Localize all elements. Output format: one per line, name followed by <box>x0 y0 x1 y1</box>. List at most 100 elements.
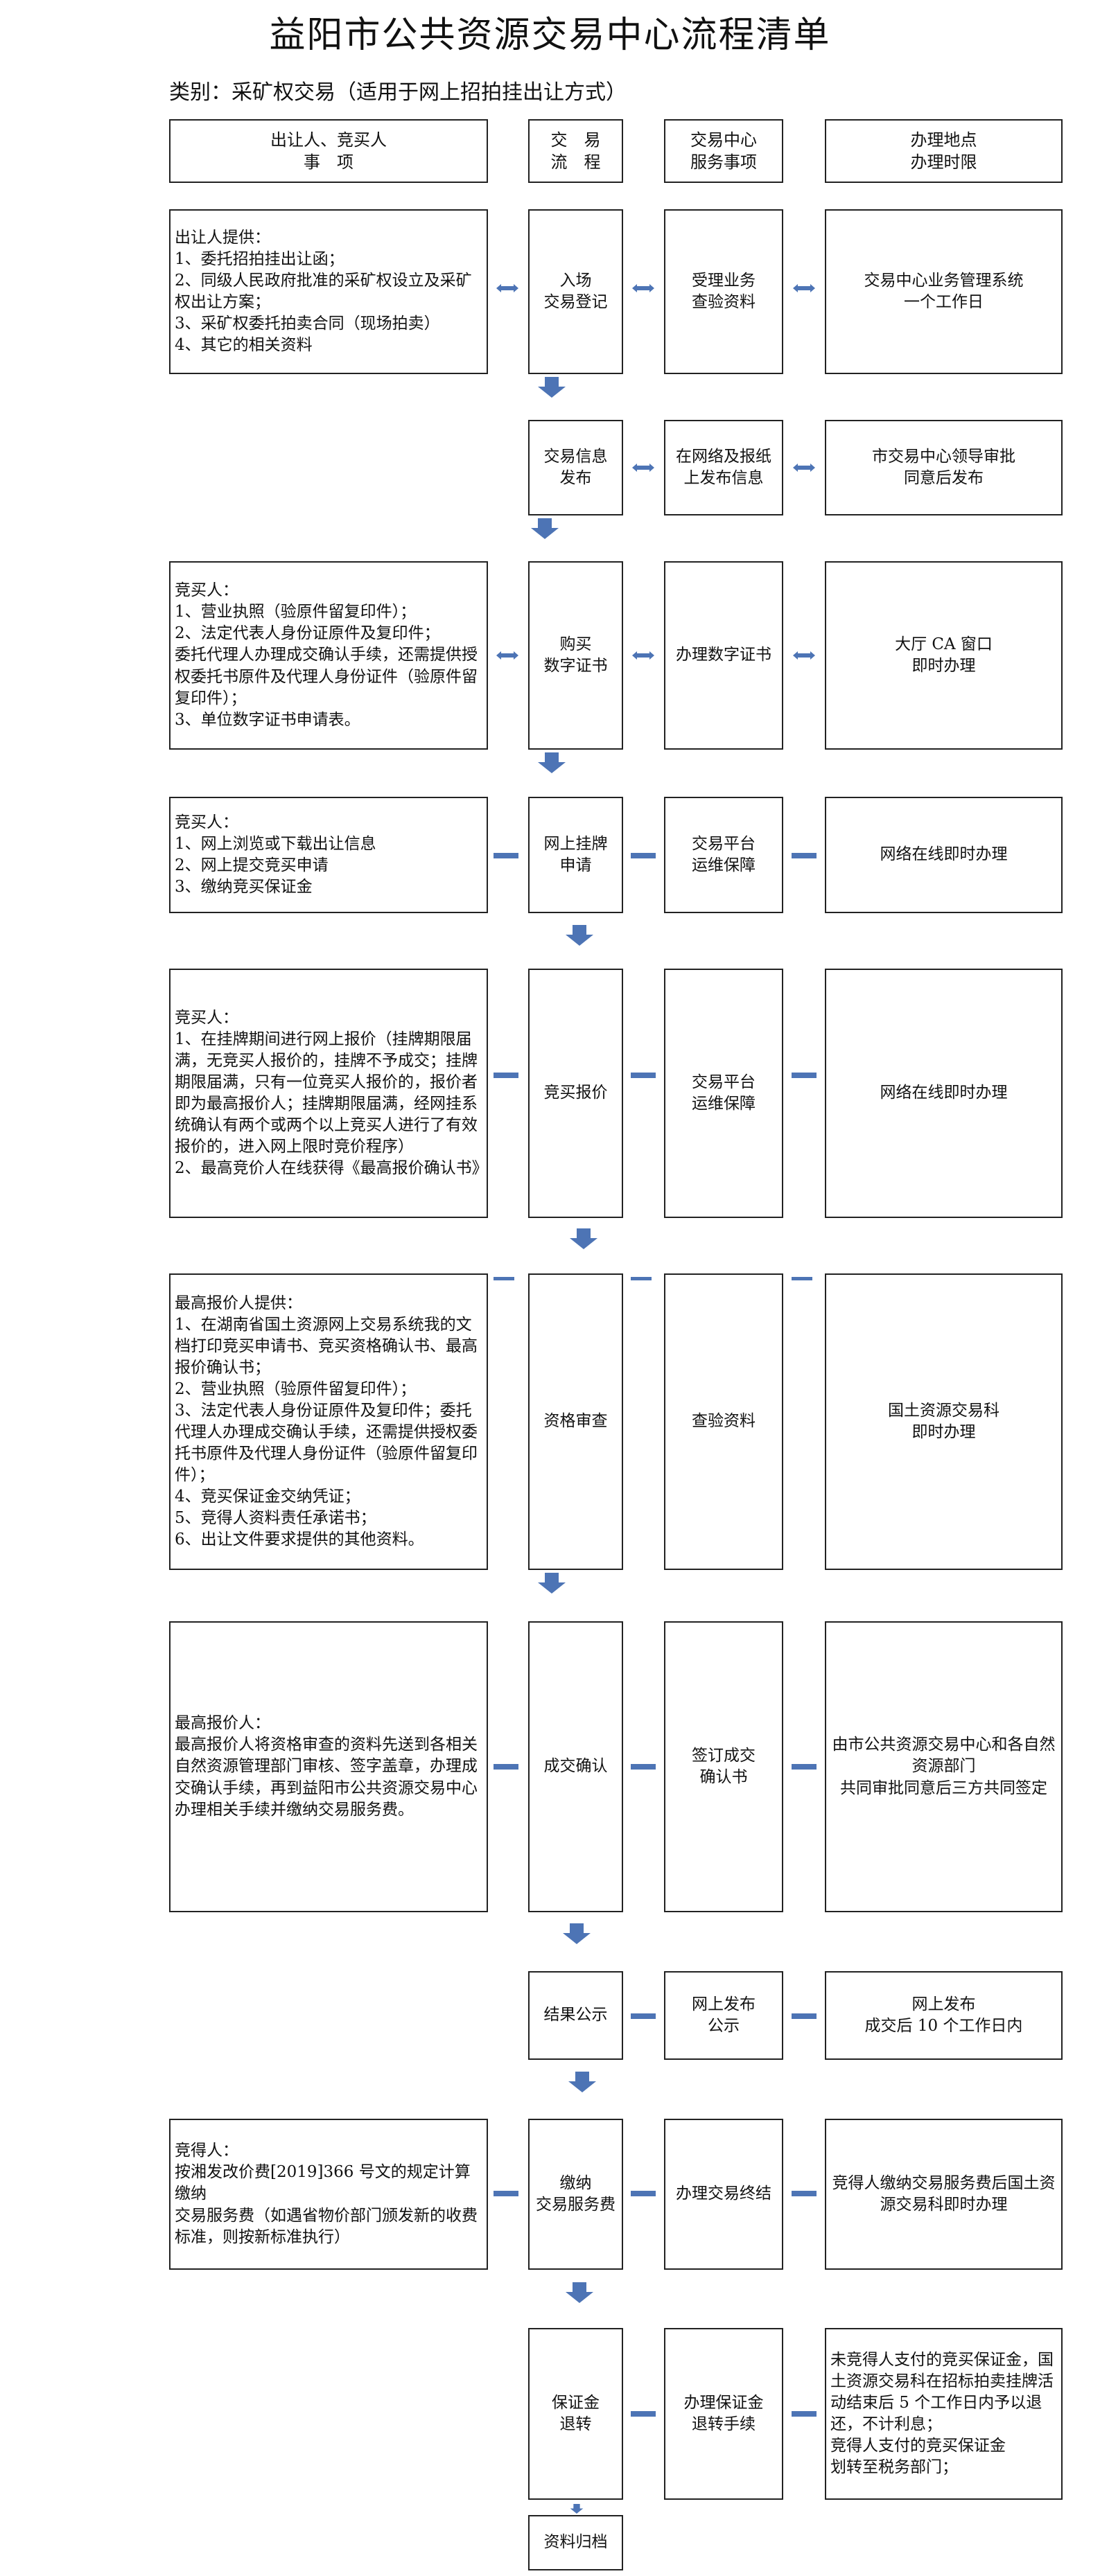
process-box-6: 成交确认 <box>528 1621 623 1912</box>
process-text-10: 资料归档 <box>543 2533 608 2552</box>
connector-dash-5c <box>792 1277 812 1280</box>
service-text-2: 办理数字证书 <box>676 646 771 664</box>
down-arrow-6 <box>563 1923 591 1944</box>
location-text-8: 竞得人缴纳交易服务费后国土资源交易科即时办理 <box>832 2173 1056 2214</box>
process-text-8: 缴纳 交易服务费 <box>536 2173 616 2214</box>
matters-box-8: 竞得人： 按湘发改价费[2019]366 号文的规定计算缴纳 交易服务费（如遇省… <box>169 2119 488 2270</box>
process-text-5: 资格审查 <box>543 1412 608 1431</box>
category-label: 类别：采矿权交易（适用于网上招拍挂出让方式） <box>169 80 627 105</box>
down-arrow-8 <box>566 2282 593 2303</box>
location-text-2: 大厅 CA 窗口 即时办理 <box>895 635 993 675</box>
process-box-8: 缴纳 交易服务费 <box>528 2119 623 2270</box>
matters-box-6: 最高报价人： 最高报价人将资格审查的资料先送到各相关自然资源管理部门审核、签字盖… <box>169 1621 488 1912</box>
header-service-text: 交易中心 服务事项 <box>690 130 757 172</box>
service-text-7: 网上发布 公示 <box>692 1995 756 2035</box>
location-box-7: 网上发布 成交后 10 个工作日内 <box>825 1971 1063 2060</box>
connector-dash-7c <box>792 2013 817 2019</box>
down-arrow-2 <box>538 752 566 773</box>
header-matters: 出让人、竞买人 事 项 <box>169 119 488 183</box>
process-text-6: 成交确认 <box>543 1757 608 1776</box>
matters-text-2: 竞买人： 1、营业执照（验原件留复印件）； 2、法定代表人身份证原件及复印件； … <box>175 581 478 729</box>
location-box-1: 市交易中心领导审批 同意后发布 <box>825 420 1063 515</box>
matters-text-3: 竞买人： 1、网上浏览或下载出让信息 2、网上提交竞买申请 3、缴纳竞买保证金 <box>175 813 376 897</box>
matters-text-0: 出让人提供： 1、委托招拍挂出让函； 2、同级人民政府批准的采矿权设立及采矿权出… <box>175 228 472 355</box>
connector-dash-6c <box>792 1764 817 1770</box>
process-box-0: 入场 交易登记 <box>528 209 623 374</box>
connector-dash-5a <box>494 1277 514 1280</box>
service-box-0: 受理业务 查验资料 <box>664 209 783 374</box>
connector-arrow-0c <box>793 284 815 292</box>
matters-box-0: 出让人提供： 1、委托招拍挂出让函； 2、同级人民政府批准的采矿权设立及采矿权出… <box>169 209 488 374</box>
service-box-7: 网上发布 公示 <box>664 1971 783 2060</box>
service-text-6: 签订成交 确认书 <box>692 1746 756 1786</box>
process-box-7: 结果公示 <box>528 1971 623 2060</box>
down-arrow-5 <box>538 1573 566 1594</box>
connector-arrow-2c <box>793 651 815 660</box>
service-text-4: 交易平台 运维保障 <box>692 1073 756 1113</box>
service-text-0: 受理业务 查验资料 <box>692 271 756 311</box>
service-box-9: 办理保证金 退转手续 <box>664 2328 783 2500</box>
process-box-1: 交易信息 发布 <box>528 420 623 515</box>
process-text-2: 购买 数字证书 <box>543 635 608 675</box>
service-box-1: 在网络及报纸 上发布信息 <box>664 420 783 515</box>
header-matters-text: 出让人、竞买人 事 项 <box>270 130 387 172</box>
process-box-3: 网上挂牌 申请 <box>528 797 623 913</box>
matters-text-4: 竞买人： 1、在挂牌期间进行网上报价（挂牌期限届满，无竞买人报价的，挂牌不予成交… <box>175 1008 488 1178</box>
header-process: 交 易 流 程 <box>528 119 623 183</box>
location-text-7: 网上发布 成交后 10 个工作日内 <box>864 1995 1023 2035</box>
location-box-5: 国土资源交易科 即时办理 <box>825 1273 1063 1570</box>
process-box-10: 资料归档 <box>528 2515 623 2570</box>
matters-box-2: 竞买人： 1、营业执照（验原件留复印件）； 2、法定代表人身份证原件及复印件； … <box>169 561 488 750</box>
matters-text-5: 最高报价人提供： 1、在湖南省国土资源网上交易系统我的文档打印竞买申请书、竞买资… <box>175 1294 478 1549</box>
process-box-5: 资格审查 <box>528 1273 623 1570</box>
location-box-4: 网络在线即时办理 <box>825 969 1063 1218</box>
location-box-0: 交易中心业务管理系统 一个工作日 <box>825 209 1063 374</box>
location-text-1: 市交易中心领导审批 同意后发布 <box>872 447 1015 487</box>
header-process-text: 交 易 流 程 <box>550 130 601 172</box>
down-arrow-4 <box>570 1228 597 1249</box>
service-box-4: 交易平台 运维保障 <box>664 969 783 1218</box>
connector-dash-9b <box>631 2411 656 2417</box>
location-box-9: 未竞得人支付的竞买保证金，国土资源交易科在招标拍卖挂牌活动结束后 5 个工作日内… <box>825 2328 1063 2500</box>
location-box-6: 由市公共资源交易中心和各自然资源部门 共同审批同意后三方共同签定 <box>825 1621 1063 1912</box>
down-arrow-1 <box>531 518 559 539</box>
process-box-4: 竞买报价 <box>528 969 623 1218</box>
location-text-4: 网络在线即时办理 <box>880 1084 1008 1102</box>
down-arrow-9 <box>570 2504 584 2514</box>
connector-dash-6b <box>631 1764 656 1770</box>
page-title: 益阳市公共资源交易中心流程清单 <box>269 15 831 56</box>
connector-dash-3c <box>792 853 817 858</box>
location-text-0: 交易中心业务管理系统 一个工作日 <box>864 271 1024 311</box>
process-text-7: 结果公示 <box>543 2006 608 2024</box>
location-box-3: 网络在线即时办理 <box>825 797 1063 913</box>
process-box-9: 保证金 退转 <box>528 2328 623 2500</box>
connector-dash-3a <box>494 853 518 858</box>
connector-dash-4c <box>792 1073 817 1078</box>
matters-text-8: 竞得人： 按湘发改价费[2019]366 号文的规定计算缴纳 交易服务费（如遇省… <box>175 2142 478 2246</box>
header-service: 交易中心 服务事项 <box>664 119 783 183</box>
service-text-9: 办理保证金 退转手续 <box>683 2393 764 2433</box>
down-arrow-0 <box>538 377 566 398</box>
location-text-9: 未竞得人支付的竞买保证金，国土资源交易科在招标拍卖挂牌活动结束后 5 个工作日内… <box>830 2350 1054 2477</box>
matters-box-3: 竞买人： 1、网上浏览或下载出让信息 2、网上提交竞买申请 3、缴纳竞买保证金 <box>169 797 488 913</box>
header-location-text: 办理地点 办理时限 <box>910 130 977 172</box>
down-arrow-3 <box>566 925 593 946</box>
service-text-8: 办理交易终结 <box>676 2185 771 2203</box>
process-text-4: 竞买报价 <box>543 1084 608 1102</box>
connector-dash-4a <box>494 1073 518 1078</box>
location-box-8: 竞得人缴纳交易服务费后国土资源交易科即时办理 <box>825 2119 1063 2270</box>
connector-dash-3b <box>631 853 656 858</box>
service-box-8: 办理交易终结 <box>664 2119 783 2270</box>
connector-arrow-1c <box>793 464 815 472</box>
connector-arrow-2a <box>496 651 518 660</box>
location-text-6: 由市公共资源交易中心和各自然资源部门 共同审批同意后三方共同签定 <box>832 1736 1056 1797</box>
service-box-6: 签订成交 确认书 <box>664 1621 783 1912</box>
service-box-2: 办理数字证书 <box>664 561 783 750</box>
connector-arrow-0b <box>632 284 654 292</box>
connector-dash-4b <box>631 1073 656 1078</box>
connector-arrow-1b <box>632 464 654 472</box>
header-location: 办理地点 办理时限 <box>825 119 1063 183</box>
process-box-2: 购买 数字证书 <box>528 561 623 750</box>
connector-dash-9c <box>792 2411 817 2417</box>
service-box-3: 交易平台 运维保障 <box>664 797 783 913</box>
